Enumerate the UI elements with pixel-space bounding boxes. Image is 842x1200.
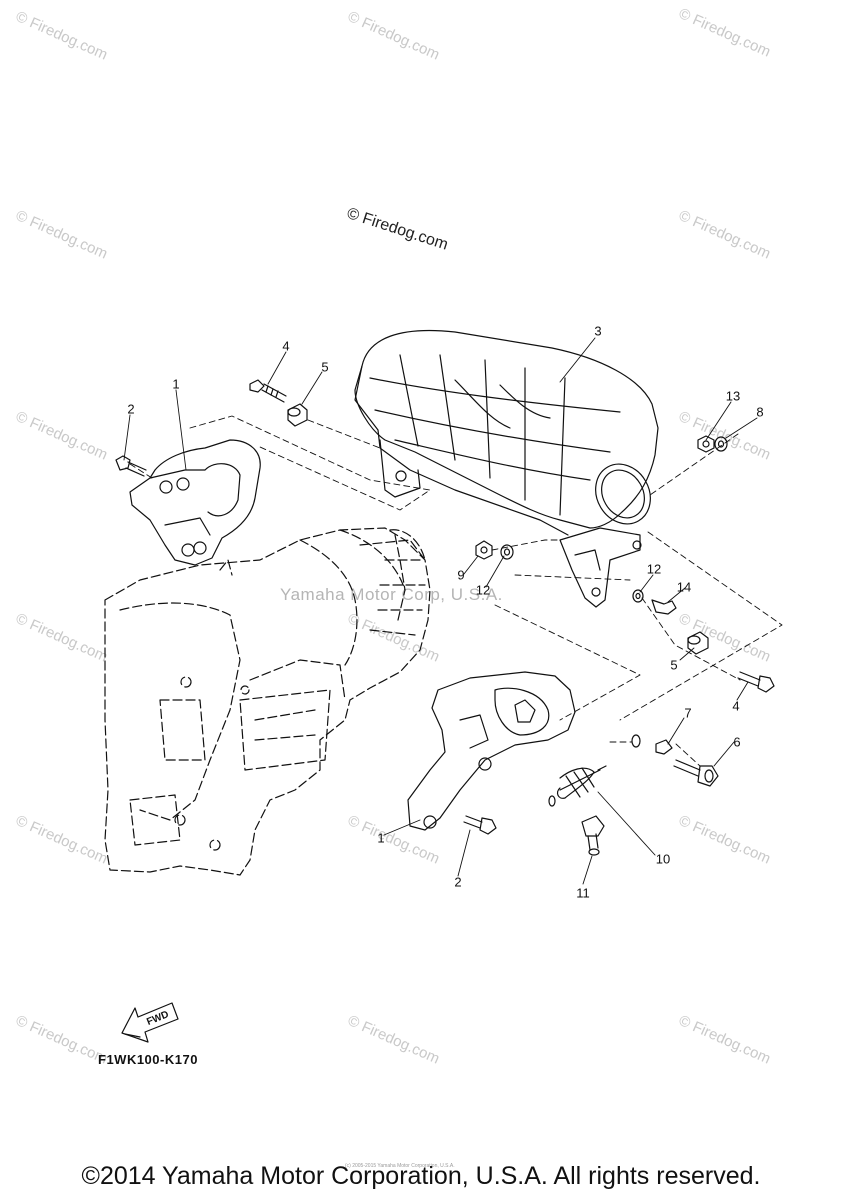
callout-5-upper: 5 (321, 359, 329, 375)
engine-dashed-outline (104, 527, 431, 876)
callout-5-lower: 5 (670, 657, 678, 673)
diagram-code: F1WK100-K170 (98, 1052, 198, 1067)
callout-1-lower: 1 (377, 830, 385, 846)
callout-13: 13 (725, 388, 741, 404)
part-10-spring (548, 765, 607, 807)
callout-1-upper: 1 (172, 376, 180, 392)
part-6-bolt (673, 759, 719, 787)
part-12-washer-right (632, 589, 644, 603)
fwd-arrow-icon (121, 1002, 179, 1043)
callout-4-lower: 4 (732, 698, 740, 714)
corp-watermark: Yamaha Motor Corp, U.S.A. (280, 585, 503, 604)
part-13-nut (697, 435, 715, 453)
callout-10: 10 (655, 851, 671, 867)
callout-2-lower: 2 (454, 874, 462, 890)
callout-7: 7 (684, 705, 692, 721)
part-8-washer (714, 436, 728, 452)
part-12-washer-left (500, 544, 514, 560)
callout-12-left: 12 (475, 582, 491, 598)
callout-3: 3 (594, 323, 602, 339)
callout-4-upper: 4 (282, 338, 290, 354)
part-5-spacer-upper (287, 403, 308, 427)
part-11-bolt (581, 815, 605, 856)
part-1-mount-bracket-upper (129, 439, 261, 566)
part-7-collar (631, 734, 673, 755)
callout-14: 14 (676, 579, 692, 595)
callout-9: 9 (457, 567, 465, 583)
part-9-nut (475, 540, 493, 560)
copyright-footer: ©2014 Yamaha Motor Corporation, U.S.A. A… (81, 1162, 761, 1190)
assembly-lines (129, 415, 783, 767)
part-2-bolt-lower (463, 815, 497, 835)
part-2-bolt-upper (115, 455, 147, 477)
part-1-mount-bracket-lower (407, 671, 576, 831)
tiny-copyright: (c) 2005-2015 Yamaha Motor Corporation, … (345, 1163, 455, 1169)
part-5-spacer-lower (687, 631, 709, 655)
callout-6: 6 (733, 734, 741, 750)
callout-8: 8 (756, 404, 764, 420)
part-3-intake-duct (354, 329, 659, 608)
callout-2-upper: 2 (127, 401, 135, 417)
callout-leaders (123, 337, 758, 885)
part-4-bolt-upper (249, 379, 287, 403)
part-14-stud (651, 599, 677, 615)
callout-12-right: 12 (646, 561, 662, 577)
callout-11: 11 (576, 885, 590, 901)
